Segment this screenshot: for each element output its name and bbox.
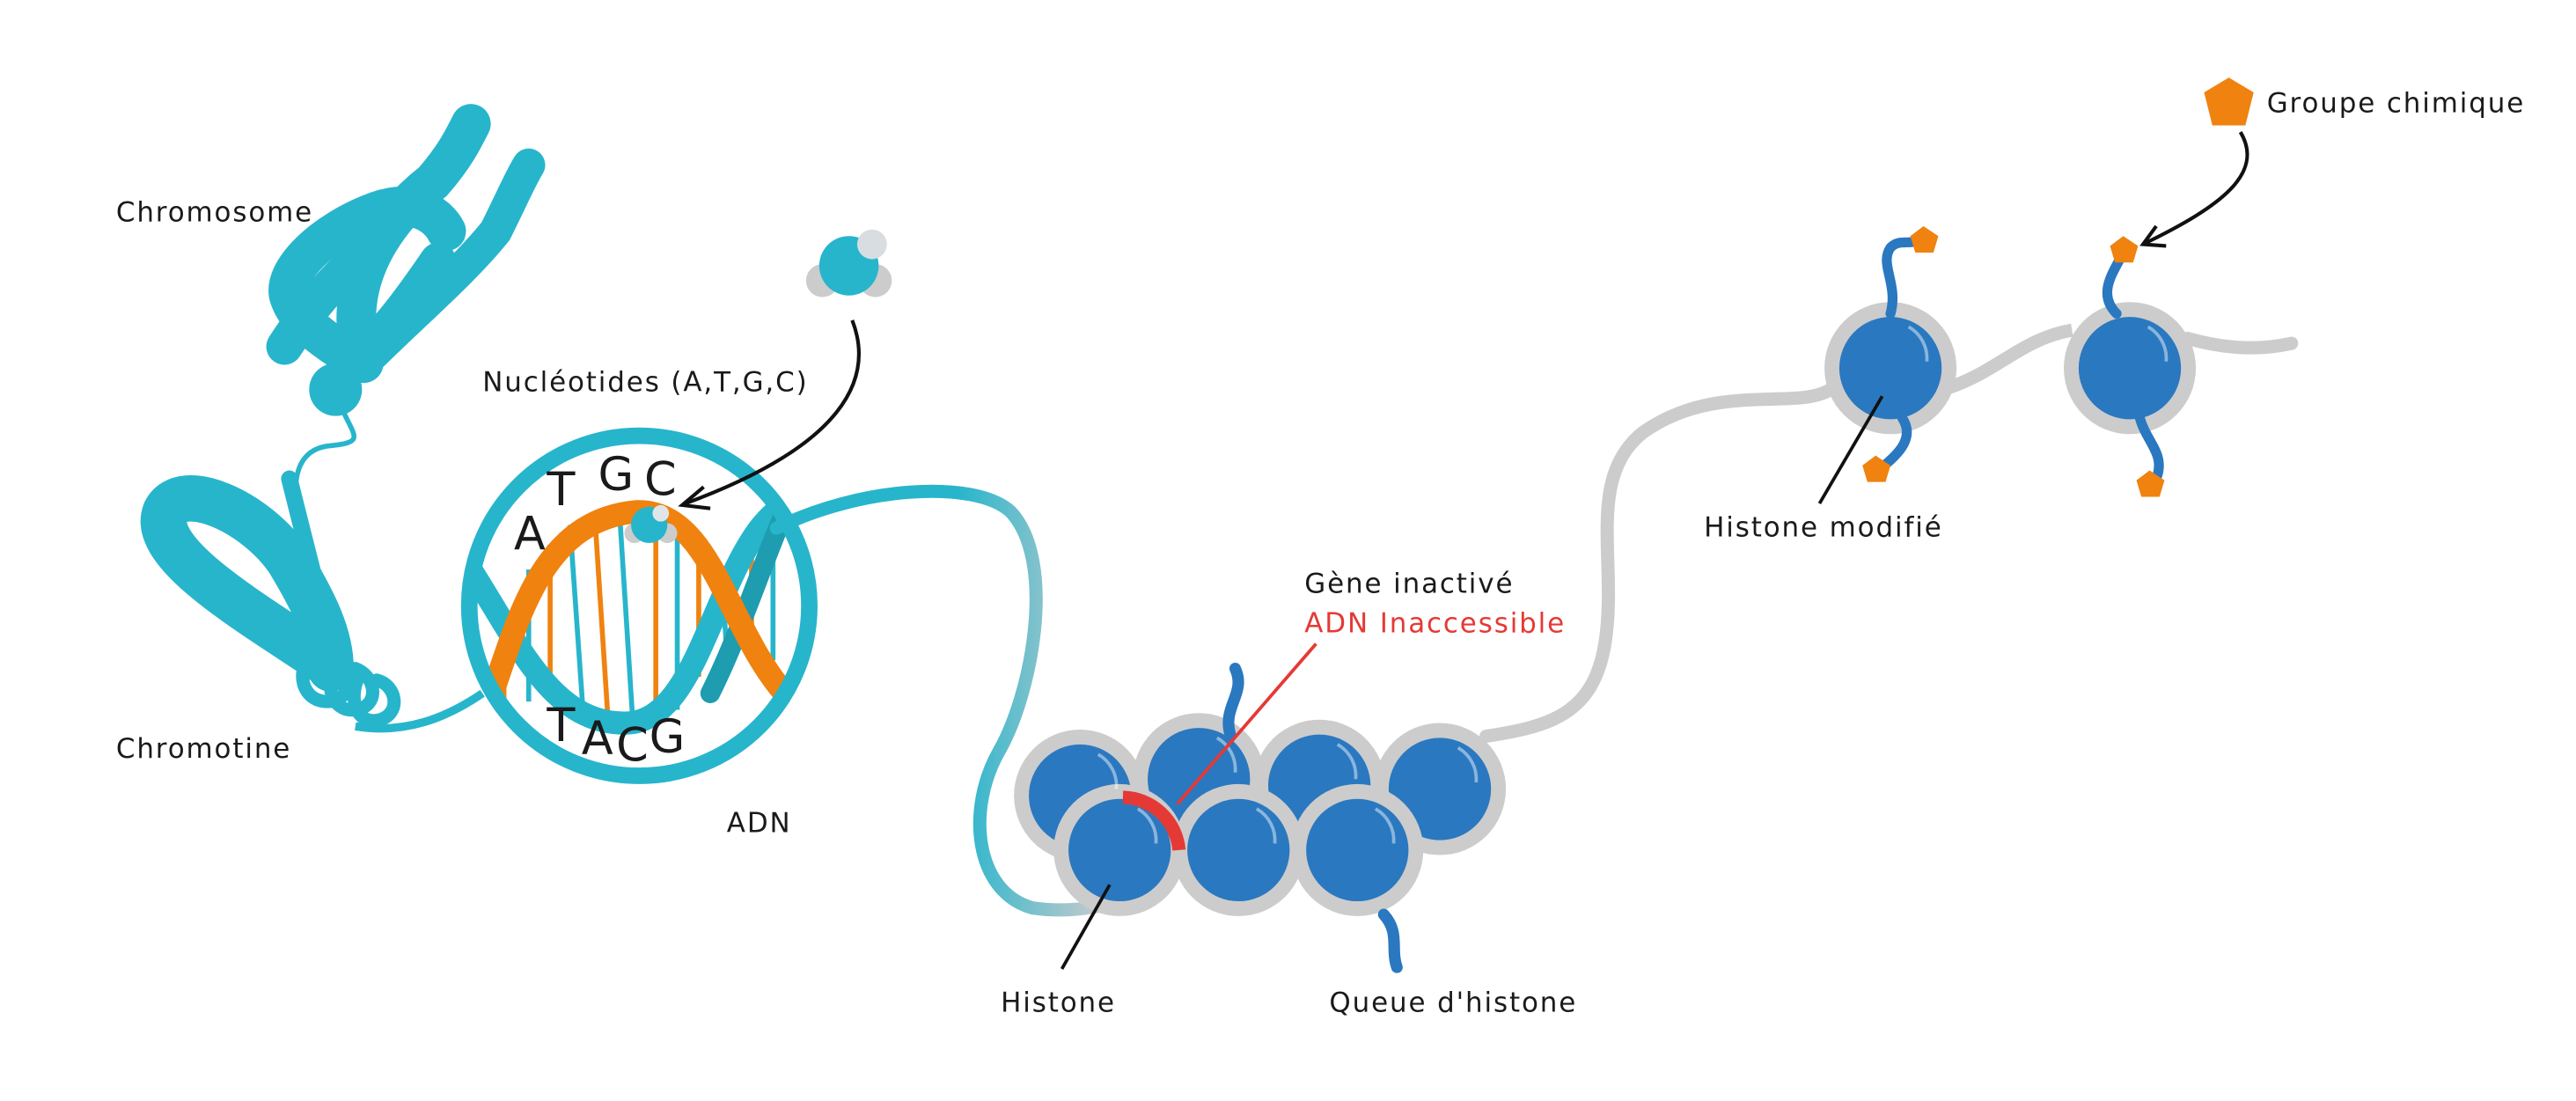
nucleotide-molecule [805, 229, 892, 297]
chemical-group-arrow [2145, 130, 2249, 245]
chemical-group-pentagon [1862, 225, 2165, 497]
chromosome-shape [266, 104, 546, 384]
base-letter: C [644, 453, 677, 507]
label-histone: Histone [1001, 987, 1116, 1019]
base-letter: T [546, 699, 576, 752]
label-histone-tail: Queue d'histone [1329, 987, 1577, 1019]
base-letter: G [650, 710, 686, 764]
chemical-group-pentagon [2204, 77, 2254, 126]
dna-helix [460, 427, 818, 784]
label-gene-inactive: Gène inactivé [1304, 568, 1514, 599]
label-histone-modified: Histone modifié [1704, 512, 1942, 544]
dna-strand-to-histones [769, 484, 1113, 917]
inaccessible-dna-segment [1122, 790, 1186, 851]
dna-magnifier-ring [460, 427, 818, 784]
nucleosome-cluster [1014, 713, 1507, 916]
label-dna-inaccessible: ADN Inaccessible [1304, 607, 1566, 639]
modified-nucleosome [1824, 302, 2299, 435]
histone-modified-pointer [1817, 395, 1884, 504]
dna-linker-grey [1479, 381, 1839, 744]
nucleotide-arrow [685, 319, 861, 505]
centromere [309, 363, 363, 416]
histone-tail [1882, 236, 1924, 319]
nucleotide-arrow-head [678, 485, 711, 510]
histone-tail [1377, 908, 1403, 973]
label-chromatin: Chromotine [116, 733, 291, 765]
base-letter: A [514, 508, 546, 562]
base-letter: T [546, 463, 576, 517]
base-letter: C [616, 719, 649, 773]
histone-tail [2134, 412, 2164, 484]
label-chemical-group: Groupe chimique [2267, 88, 2525, 120]
label-nucleotides: Nucléotides (A,T,G,C) [482, 367, 808, 399]
label-chromosome: Chromosome [116, 196, 313, 228]
dna-strand-orange [481, 500, 796, 705]
nucleotide-molecule-small [624, 504, 678, 544]
chemical-group-arrow-head [2139, 224, 2167, 248]
histone-tail [1222, 663, 1244, 741]
base-letter: A [582, 712, 613, 766]
gene-inactive-pointer [1176, 642, 1317, 805]
label-dna: ADN [727, 807, 792, 839]
histone-pointer [1060, 884, 1112, 970]
chromatin-to-dna-linker [355, 689, 485, 733]
base-letter: G [598, 448, 635, 502]
chromatin-shape [140, 470, 401, 728]
